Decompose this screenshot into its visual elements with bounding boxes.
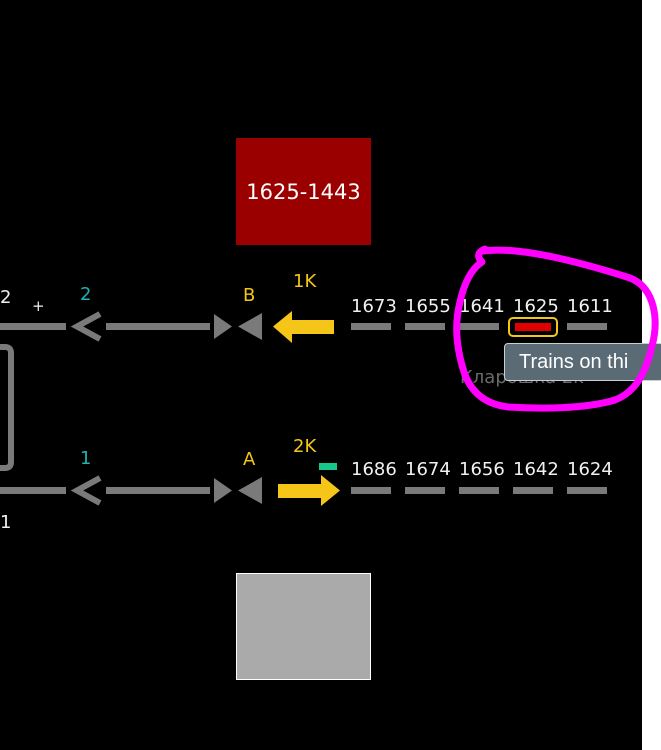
crossover-track <box>0 344 14 471</box>
route-arrow-1k <box>273 311 334 343</box>
top-track-number: 2 <box>80 284 92 305</box>
block-number: 1611 <box>567 296 613 317</box>
top-track-edge-label: 2 <box>0 287 12 308</box>
block-segment <box>567 323 607 330</box>
block-segment <box>351 487 391 494</box>
route-label-1k: 1K <box>293 271 317 292</box>
block-number: 1686 <box>351 459 397 480</box>
track-segment <box>0 487 66 494</box>
track-end-chevron <box>214 478 232 503</box>
block-number: 1641 <box>459 296 505 317</box>
block-number: 1625 <box>513 296 559 317</box>
occupied-block-marker[interactable] <box>508 317 558 337</box>
block-number: 1642 <box>513 459 559 480</box>
track-segment <box>106 487 210 494</box>
tooltip: Trains on thi <box>504 343 661 381</box>
block-segment <box>459 487 499 494</box>
signal-b-triangle <box>238 313 262 340</box>
bottom-track-edge-label: 1 <box>0 512 12 533</box>
switch-chevron-left <box>70 311 102 342</box>
block-segment <box>459 323 499 330</box>
occupied-indicator <box>515 323 551 331</box>
block-segment <box>405 323 445 330</box>
signal-label-b: B <box>243 285 256 306</box>
bottom-track-number: 1 <box>80 448 92 469</box>
block-number: 1674 <box>405 459 451 480</box>
track-segment <box>106 323 210 330</box>
block-segment <box>567 487 607 494</box>
signal-a-triangle <box>238 477 262 504</box>
block-number: 1673 <box>351 296 397 317</box>
route-arrow-2k <box>278 475 340 506</box>
train-number-label: 1625-1443 <box>246 179 361 204</box>
switch-chevron-left <box>70 475 102 506</box>
plus-marker: + <box>32 297 45 315</box>
empty-info-box[interactable] <box>236 573 371 680</box>
route-set-indicator <box>319 463 337 470</box>
block-number: 1656 <box>459 459 505 480</box>
block-number: 1624 <box>567 459 613 480</box>
block-segment <box>513 487 553 494</box>
block-segment <box>351 323 391 330</box>
train-number-box[interactable]: 1625-1443 <box>236 138 371 245</box>
track-diagram <box>0 311 607 506</box>
track-segment <box>0 323 66 330</box>
route-label-2k: 2K <box>293 436 317 457</box>
signal-label-a: A <box>243 449 256 470</box>
block-number: 1655 <box>405 296 451 317</box>
track-end-chevron <box>214 314 232 339</box>
block-segment <box>405 487 445 494</box>
